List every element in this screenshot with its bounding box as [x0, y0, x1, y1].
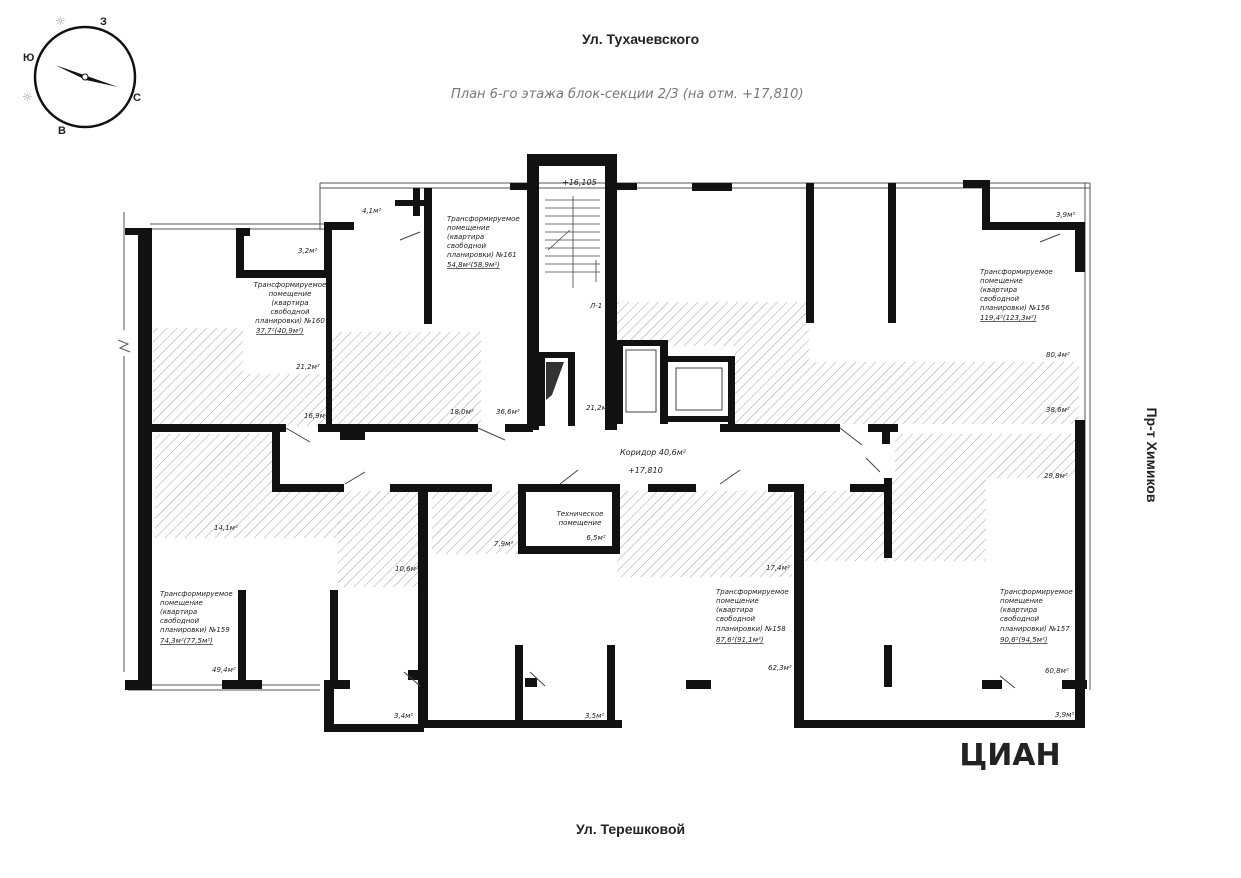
room-label-line: (квартира	[447, 233, 484, 241]
room-area: 54,8м²(58,9м²)	[447, 261, 500, 269]
lift-cabin	[675, 367, 723, 411]
room-label-line: (квартира	[1000, 606, 1037, 614]
room-label-line: свободной	[980, 295, 1020, 303]
room-161-label: Трансформируемое помещение (квартира сво…	[447, 215, 520, 269]
lift-label: Л-1	[589, 302, 602, 310]
area-label: 60,8м²	[1045, 667, 1069, 675]
area-label: 3,9м²	[1055, 711, 1074, 719]
room-159-label: Трансформируемое помещение (квартира сво…	[160, 590, 233, 645]
area-label: 16,9м²	[304, 412, 328, 420]
room-label-line: (квартира	[980, 286, 1017, 294]
area-label: 3,5м²	[585, 712, 604, 720]
room-area: 90,6²(94,5м²)	[1000, 636, 1048, 644]
room-label-line: планировки) №156	[980, 304, 1050, 312]
area-label: 14,1м²	[214, 524, 238, 532]
area-label: 18,0м²	[450, 408, 474, 416]
area-label: 21,2м²	[586, 404, 610, 412]
room-label-line: помещение	[447, 224, 490, 232]
door-swings	[285, 231, 1061, 689]
room-label-line: свободной	[160, 617, 200, 625]
room-label-line: Техническое	[557, 510, 604, 518]
compass-north-letter: З	[100, 16, 107, 28]
room-156-label: Трансформируемое помещение (квартира сво…	[980, 268, 1053, 322]
room-area: 74,3м²(77,5м²)	[160, 637, 213, 645]
room-label-line: Трансформируемое	[254, 281, 327, 289]
room-label-line: Трансформируемое	[980, 268, 1053, 276]
room-label-line: Трансформируемое	[716, 588, 789, 596]
room-label-line: Трансформируемое	[447, 215, 520, 223]
compass-west-letter: Ю	[23, 52, 35, 64]
area-label: 7,9м²	[494, 540, 513, 548]
area-label: 3,2м²	[298, 247, 317, 255]
room-label-line: помещение	[716, 597, 759, 605]
room-area: 87,6²(91,1м²)	[716, 636, 764, 644]
area-label: 4,1м²	[362, 207, 381, 215]
room-label-line: Трансформируемое	[160, 590, 233, 598]
room-label-line: планировки) №159	[160, 626, 230, 634]
area-label: 80,4м²	[1046, 351, 1070, 359]
walls	[125, 154, 1087, 732]
area-label: 10,6м²	[395, 565, 419, 573]
street-south-label: Ул. Терешковой	[576, 821, 686, 837]
room-area: 37,7²(40,9м²)	[256, 327, 304, 335]
room-label-line: свободной	[716, 615, 756, 623]
room-label-line: помещение	[559, 519, 602, 527]
room-label-line: свободной	[447, 242, 487, 250]
stair-flight	[545, 196, 600, 288]
room-label-line: (квартира	[716, 606, 753, 614]
room-label-line: помещение	[980, 277, 1023, 285]
area-label: 38,6м²	[1046, 406, 1070, 414]
room-157-label: Трансформируемое помещение (квартира сво…	[1000, 588, 1073, 644]
tech-room-label: Техническое помещение 6,5м²	[557, 510, 606, 542]
plan-title: План 6-го этажа блок-секции 2/3 (на отм.…	[451, 87, 804, 102]
compass-south-letter: С	[133, 92, 141, 104]
room-label-line: (квартира	[271, 299, 308, 307]
compass-dial	[33, 25, 137, 129]
room-label-line: помещение	[269, 290, 312, 298]
area-label: 17,4м²	[766, 564, 790, 572]
stair-shaft-fill	[546, 362, 564, 400]
room-label-line: планировки) №158	[716, 625, 786, 633]
room-label-line: помещение	[160, 599, 203, 607]
sun-icon: ☼	[22, 90, 33, 104]
area-labels: 4,1м² 3,2м² 3,9м² 21,2м² 16,9м² 18,0м² 3…	[212, 207, 1075, 720]
room-label-line: планировки) №160	[255, 317, 325, 325]
corridor-level-mark: +17,810	[628, 466, 663, 475]
area-label: 29,8м²	[1044, 472, 1068, 480]
room-label-line: свободной	[270, 308, 310, 316]
sun-icon: ☼	[55, 14, 66, 28]
room-label-line: помещение	[1000, 597, 1043, 605]
room-label-line: Трансформируемое	[1000, 588, 1073, 596]
room-158-label: Трансформируемое помещение (квартира сво…	[716, 588, 789, 644]
street-north-label: Ул. Тухачевского	[582, 31, 700, 47]
room-label-line: планировки) №161	[447, 251, 517, 259]
area-label: 36,6м²	[496, 408, 520, 416]
area-label: 3,9м²	[1056, 211, 1075, 219]
room-160-label: Трансформируемое помещение (квартира сво…	[254, 281, 327, 335]
room-label-line: свободной	[1000, 615, 1040, 623]
watermark: ЦИАН	[959, 738, 1060, 773]
hatched-zones	[153, 302, 1080, 587]
area-label: 21,2м²	[296, 363, 320, 371]
compass-east-letter: В	[58, 125, 66, 137]
room-area: 119,4²(123,3м²)	[980, 314, 1037, 322]
area-label: 62,3м²	[768, 664, 792, 672]
stair-level-mark: +16,105	[562, 178, 597, 187]
lift-cabin	[625, 349, 657, 413]
corridor-label: Коридор 40,6м²	[620, 448, 687, 457]
room-area: 6,5м²	[586, 534, 605, 542]
room-label-line: (квартира	[160, 608, 197, 616]
area-label: 3,4м²	[394, 712, 413, 720]
area-label: 49,4м²	[212, 666, 236, 674]
room-label-line: планировки) №157	[1000, 625, 1070, 633]
